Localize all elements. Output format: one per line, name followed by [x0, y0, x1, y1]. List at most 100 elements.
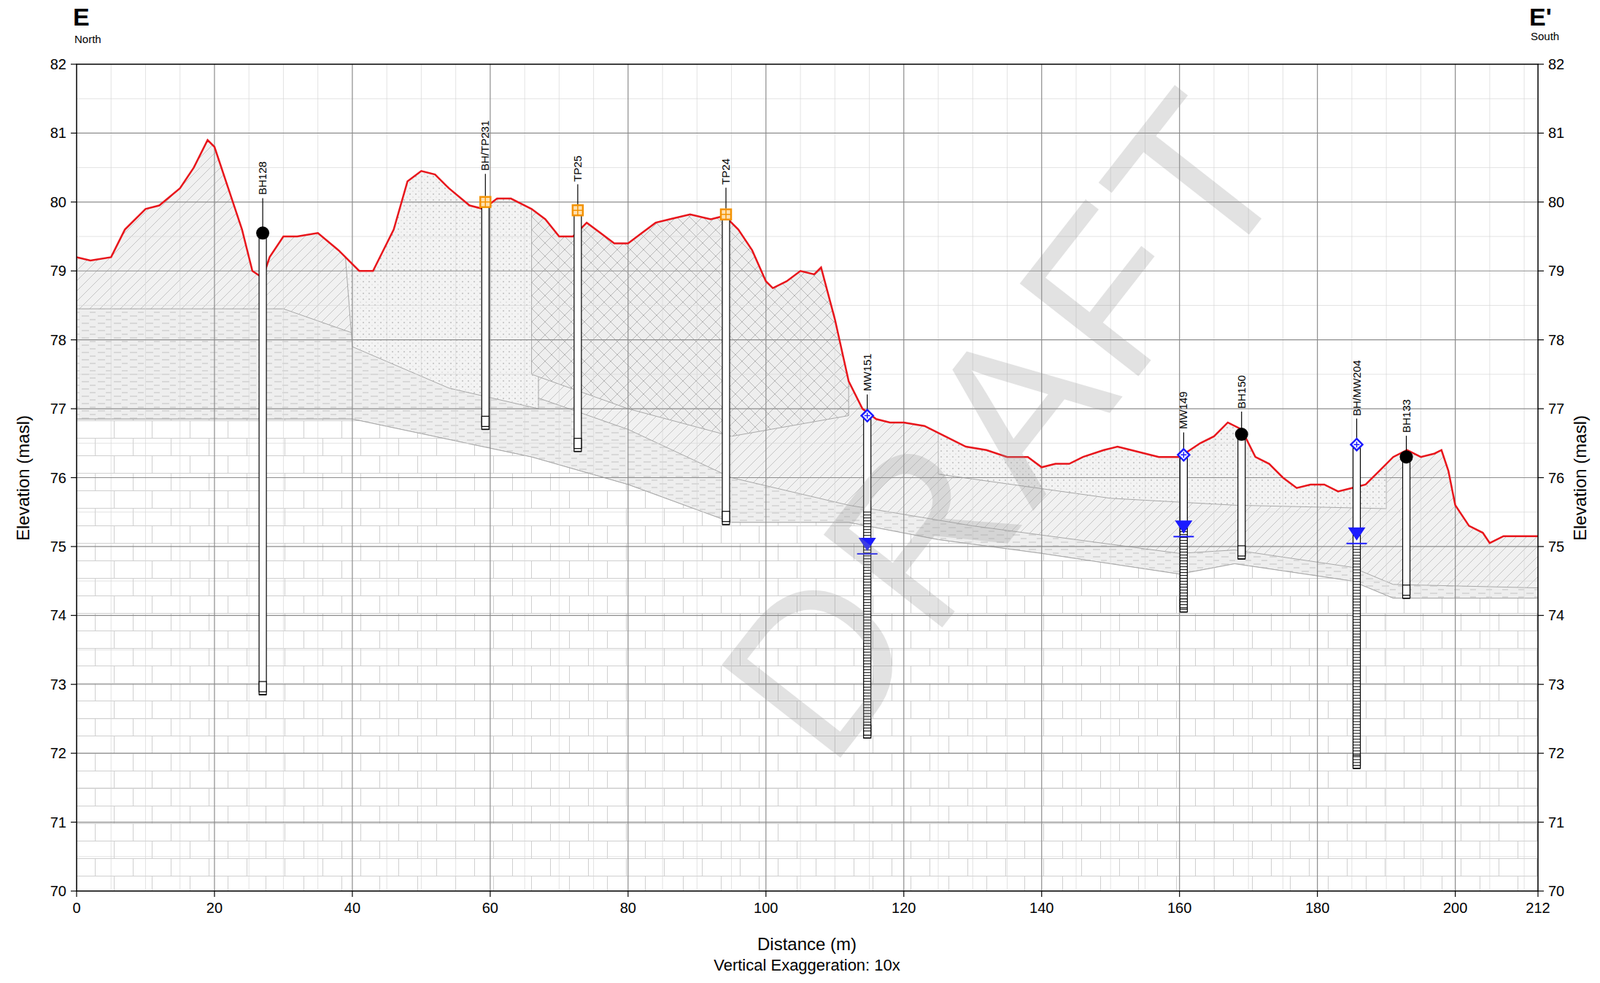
- borehole-log: [1403, 456, 1411, 599]
- elevation-tick-label: 77: [1548, 400, 1565, 418]
- borehole-end-tick: [1403, 597, 1411, 599]
- minor-grid-line: [76, 373, 1538, 375]
- well-screen-slot: [1353, 604, 1361, 605]
- borehole-symbol: [1400, 450, 1414, 464]
- well-screen-slot: [1353, 615, 1361, 617]
- borehole-base: [481, 415, 489, 427]
- axis-tick: [1316, 890, 1318, 897]
- axis-tick: [70, 270, 77, 272]
- well-screen-slot: [863, 558, 872, 559]
- well-screen-slot: [863, 531, 872, 533]
- major-grid-line: [76, 683, 1538, 685]
- draft-watermark: DRAFT: [683, 53, 1328, 793]
- monitoring-well-cross: [1354, 441, 1360, 448]
- borehole-end-tick: [1238, 558, 1246, 560]
- axis-tick: [1537, 545, 1544, 547]
- distance-tick-label: 80: [620, 899, 637, 917]
- distance-tick-label: 180: [1305, 899, 1330, 917]
- well-screen-slot: [863, 514, 872, 516]
- axis-tick: [70, 63, 77, 65]
- well-screen-slot: [1179, 557, 1188, 559]
- minor-grid-line: [76, 167, 1538, 168]
- section-end-letter: E': [1529, 4, 1552, 30]
- major-grid-line: [76, 132, 1538, 134]
- elevation-tick-label: 79: [1548, 262, 1565, 280]
- well-screen-slot: [863, 663, 872, 664]
- major-grid-line: [76, 752, 1538, 754]
- well-screen-slot: [1353, 644, 1361, 646]
- borehole-base: [259, 681, 267, 692]
- well-screen-slot: [1353, 586, 1361, 588]
- well-screen-slot: [1353, 572, 1361, 573]
- axis-tick: [70, 201, 77, 203]
- minor-grid-line: [76, 855, 1538, 857]
- well-screen-slot: [1353, 548, 1361, 550]
- elevation-tick-label: 78: [1548, 331, 1565, 349]
- exaggeration-note: Vertical Exaggeration: 10x: [713, 955, 901, 975]
- distance-tick-label: 140: [1029, 899, 1054, 917]
- well-screen-slot: [863, 619, 872, 621]
- borehole-log: [722, 214, 730, 525]
- major-grid-line: [76, 821, 1538, 823]
- major-grid-line: [76, 270, 1538, 272]
- well-screen-slot: [863, 651, 872, 653]
- borehole-base: [1179, 598, 1188, 610]
- well-screen-slot: [1179, 566, 1188, 567]
- elevation-tick-label: 70: [50, 882, 67, 900]
- well-screen-slot: [863, 692, 872, 694]
- well-screen-slot: [1353, 717, 1361, 719]
- well-screen-slot: [1353, 703, 1361, 705]
- monitoring-well-symbol: [861, 410, 874, 422]
- well-screen-slot: [1353, 624, 1361, 626]
- axis-tick: [1537, 201, 1544, 203]
- label-stem: [1356, 418, 1358, 440]
- axis-tick: [70, 890, 77, 891]
- elevation-tick-label: 75: [50, 537, 67, 555]
- water-level-line: [1173, 535, 1194, 537]
- well-screen-slot: [863, 660, 872, 662]
- axis-tick: [1041, 890, 1042, 897]
- elevation-tick-label: 82: [1548, 56, 1565, 73]
- well-screen-slot: [1353, 595, 1361, 597]
- well-screen-slot: [863, 704, 872, 705]
- well-screen-slot: [1353, 583, 1361, 585]
- well-screen-slot: [1353, 650, 1361, 652]
- well-screen-slot: [1353, 598, 1361, 599]
- well-screen-slot: [1179, 548, 1188, 550]
- distance-tick-label: 100: [753, 899, 778, 917]
- well-screen-slot: [863, 683, 872, 685]
- well-screen-slot: [1353, 662, 1361, 664]
- well-screen-slot: [1353, 636, 1361, 637]
- borehole-log: [259, 232, 267, 695]
- well-screen-slot: [863, 701, 872, 702]
- monitoring-well-symbol: [1177, 448, 1190, 461]
- borehole-log: [863, 415, 872, 739]
- axis-tick: [1537, 890, 1544, 891]
- plot-area: [76, 64, 1538, 891]
- well-screen-slot: [863, 695, 872, 697]
- well-screen-slot: [863, 581, 872, 583]
- well-screen-slot: [1353, 545, 1361, 547]
- distance-tick-label: 120: [891, 899, 916, 917]
- borehole-end-tick: [1353, 767, 1361, 769]
- well-screen-slot: [863, 730, 872, 732]
- test-pit-symbol: [720, 209, 732, 220]
- well-screen-slot: [1353, 679, 1361, 681]
- minor-grid-line: [76, 580, 1538, 582]
- well-screen-slot: [1179, 563, 1188, 564]
- borehole-id: TP25: [571, 155, 585, 182]
- well-screen-slot: [1179, 586, 1188, 588]
- borehole-id: BH/MW204: [1350, 359, 1364, 416]
- well-screen-slot: [1179, 545, 1188, 547]
- well-screen-slot: [1353, 574, 1361, 576]
- well-screen-slot: [1353, 697, 1361, 699]
- elevation-tick-label: 78: [50, 331, 67, 349]
- axis-tick: [70, 407, 77, 409]
- well-screen-slot: [1179, 583, 1188, 585]
- distance-tick-label: 200: [1443, 899, 1468, 917]
- axis-tick: [1454, 890, 1456, 897]
- well-screen-slot: [863, 578, 872, 580]
- elevation-tick-label: 73: [50, 675, 67, 693]
- well-screen-slot: [863, 523, 872, 524]
